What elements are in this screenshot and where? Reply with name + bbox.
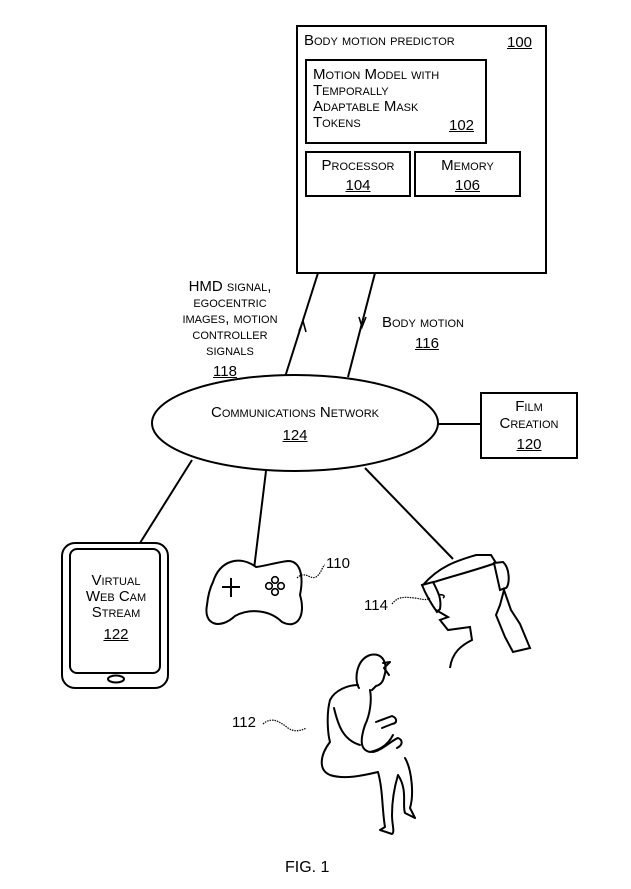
hmd-leader	[391, 596, 431, 605]
film-creation-box: Film Creation 120	[480, 392, 578, 459]
motion-model-line-3: Adaptable Mask	[313, 98, 419, 115]
memory-box: Memory 106	[414, 151, 521, 197]
uplink-line-3: images, motion	[182, 310, 278, 327]
memory-ref: 106	[454, 177, 481, 194]
person-leader	[262, 719, 307, 732]
film-ref: 120	[516, 436, 542, 453]
uplink-arrow	[298, 318, 307, 333]
downlink-label: Body motion	[382, 314, 465, 331]
hmd-user-ref: 114	[364, 597, 388, 614]
uplink-line-2: egocentric	[193, 294, 267, 311]
uplink-line-5: signals	[206, 342, 254, 359]
tablet-line-3: Stream	[91, 604, 141, 621]
network-ellipse	[151, 374, 439, 472]
uplink-line-4: controller	[192, 326, 268, 343]
motion-model-line-4: Tokens	[313, 114, 361, 131]
seated-person-icon	[320, 653, 416, 835]
uplink-line-1: HMD signal,	[188, 278, 272, 295]
tablet-ref: 122	[103, 626, 129, 643]
uplink-label: HMD signal, egocentric images, motion co…	[160, 278, 300, 381]
tablet-line-1: Virtual	[91, 572, 141, 589]
downlink-ref: 116	[415, 335, 439, 352]
processor-box: Processor 104	[305, 151, 411, 197]
tablet-connector	[139, 459, 193, 544]
uplink-ref: 118	[213, 363, 237, 380]
motion-model-box: Motion Model with Temporally Adaptable M…	[305, 59, 487, 144]
downlink-arrow	[358, 316, 367, 330]
motion-model-line-1: Motion Model with	[313, 66, 440, 83]
tablet-line-2: Web Cam	[85, 588, 147, 605]
hmd-connector	[364, 467, 454, 560]
processor-label: Processor	[321, 157, 395, 174]
memory-label: Memory	[441, 157, 494, 174]
controller-leader	[296, 564, 326, 579]
seated-person-ref: 112	[232, 714, 256, 731]
controller-ref: 110	[326, 555, 350, 572]
figure-caption: FIG. 1	[285, 859, 330, 876]
network-label: Communications Network	[210, 404, 379, 421]
motion-model-ref: 102	[449, 117, 475, 134]
controller-connector	[253, 470, 267, 570]
predictor-title: Body motion predictor	[304, 32, 455, 49]
film-line-1: Film	[515, 398, 543, 415]
hmd-user-icon	[420, 554, 532, 669]
film-line-2: Creation	[499, 415, 559, 432]
motion-model-line-2: Temporally	[313, 82, 389, 99]
game-controller-icon	[205, 559, 303, 625]
network-ref: 124	[282, 427, 308, 444]
tablet-icon	[61, 542, 169, 689]
processor-ref: 104	[345, 177, 371, 194]
tablet-label: Virtual Web Cam Stream 122	[70, 572, 162, 644]
predictor-ref: 100	[507, 34, 533, 51]
